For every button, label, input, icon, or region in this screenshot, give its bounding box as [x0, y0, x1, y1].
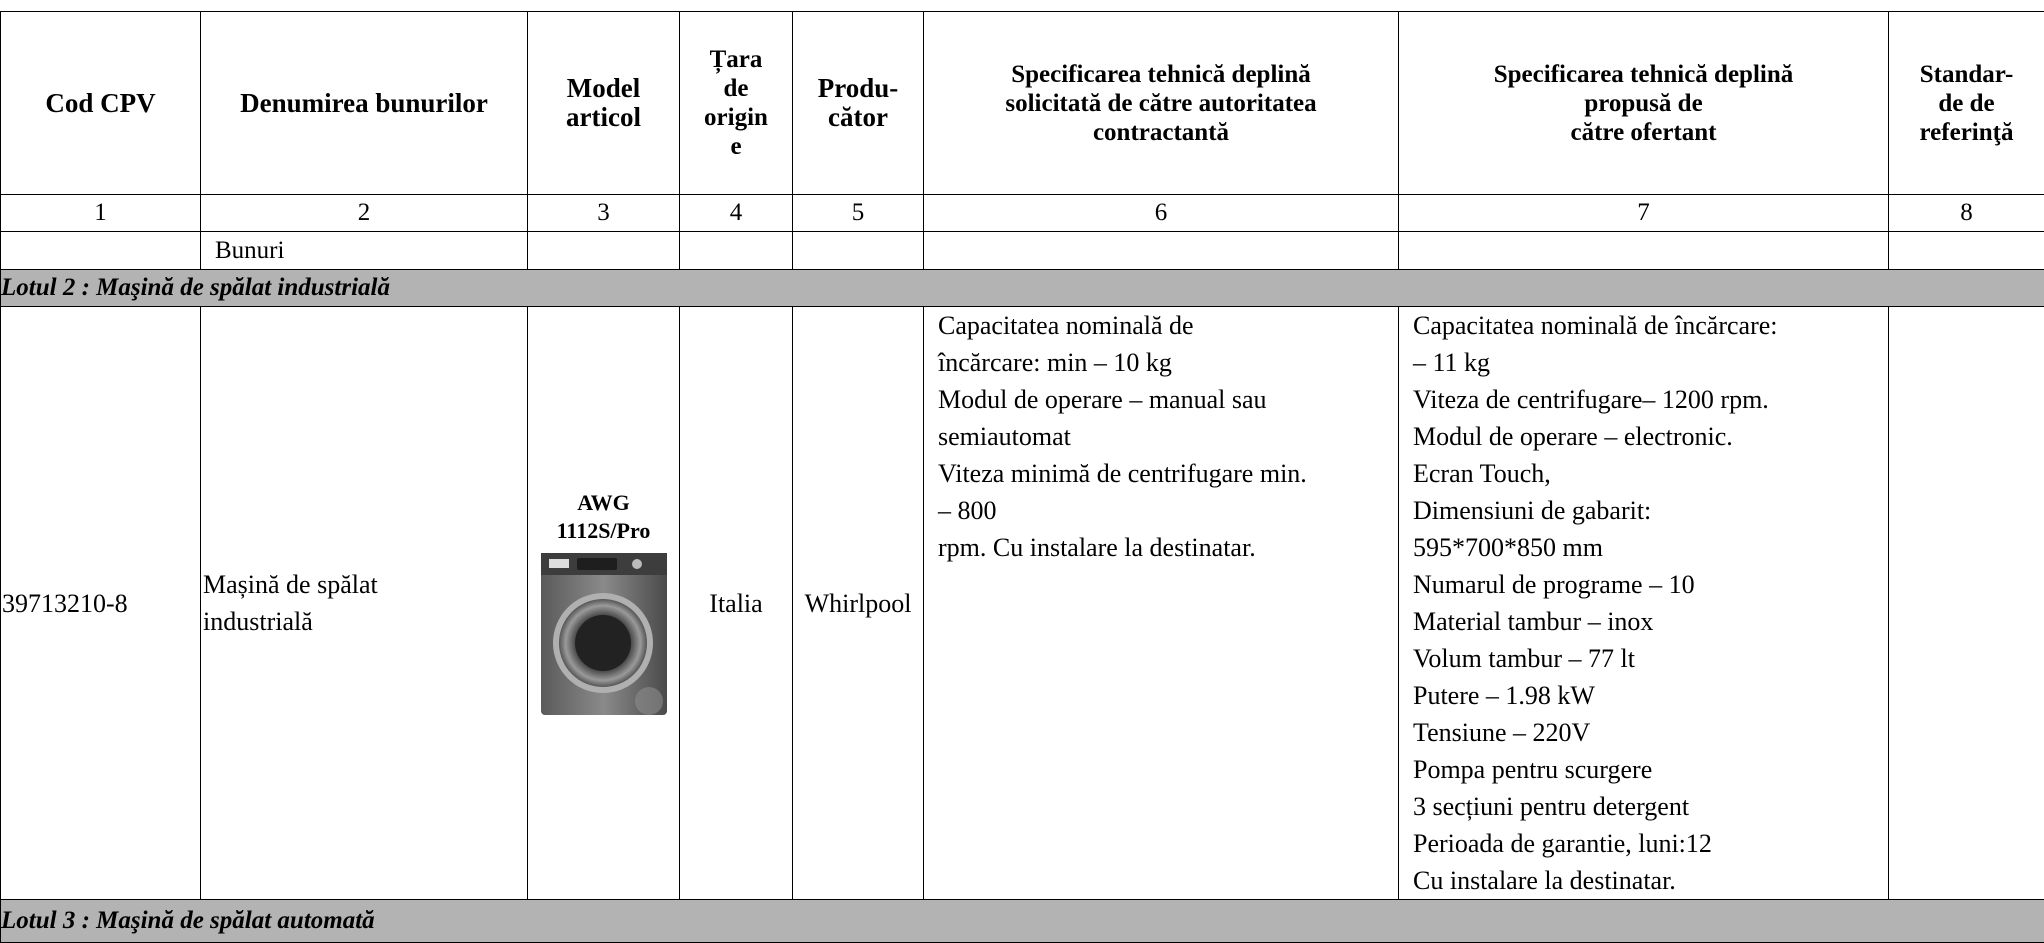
- lot3-row: Lotul 3 : Maşină de spălat automată: [1, 900, 2044, 943]
- item-spec-propusa: Capacitatea nominală de încărcare: – 11 …: [1399, 307, 1889, 900]
- empty-cell: [1, 232, 201, 270]
- header-spec-propusa: Specificarea tehnică deplină propusă de …: [1399, 12, 1889, 195]
- empty-cell: [680, 232, 793, 270]
- spec-propusa-line: Numarul de programe – 10: [1413, 566, 1882, 603]
- item-spec-solicitata: Capacitatea nominală de încărcare: min –…: [924, 307, 1399, 900]
- specification-table: Cod CPV Denumirea bunurilor Model artico…: [0, 11, 2044, 943]
- item-row: 39713210-8 Mașină de spălat industrială …: [1, 307, 2044, 900]
- column-number: 2: [201, 195, 528, 232]
- lot2-title: Lotul 2 : Maşină de spălat industrială: [1, 270, 2044, 307]
- spec-propusa-line: Perioada de garantie, luni:12: [1413, 825, 1882, 862]
- item-denumirea-line: Mașină de spălat: [203, 566, 527, 603]
- header-tara-line: origin: [680, 103, 792, 132]
- spec-propusa-line: Cu instalare la destinatar.: [1413, 862, 1882, 899]
- header-tara-line: de: [680, 74, 792, 103]
- column-number: 4: [680, 195, 793, 232]
- spec-solicitata-line: semiautomat: [938, 418, 1392, 455]
- spec-propusa-line: Modul de operare – electronic.: [1413, 418, 1882, 455]
- header-spec-solicitata-line: solicitată de către autoritatea: [924, 89, 1398, 118]
- item-standarde: [1889, 307, 2044, 900]
- header-standarde-line: referinţă: [1889, 118, 2044, 147]
- spec-propusa-line: Tensiune – 220V: [1413, 714, 1882, 751]
- header-denumirea: Denumirea bunurilor: [201, 12, 528, 195]
- spec-propusa-line: Capacitatea nominală de încărcare:: [1413, 307, 1882, 344]
- washing-machine-image: [539, 551, 669, 717]
- empty-cell: [924, 232, 1399, 270]
- item-denumirea-line: industrială: [203, 603, 527, 640]
- bunuri-row: Bunuri: [1, 232, 2044, 270]
- item-model: AWG 1112S/Pro: [528, 307, 680, 900]
- header-tara: Țara de origin e: [680, 12, 793, 195]
- spec-propusa-line: Volum tambur – 77 lt: [1413, 640, 1882, 677]
- item-cod-cpv: 39713210-8: [1, 307, 201, 900]
- spec-solicitata-line: – 800: [938, 492, 1392, 529]
- empty-cell: [793, 232, 924, 270]
- spec-propusa-line: 595*700*850 mm: [1413, 529, 1882, 566]
- spec-propusa-line: Material tambur – inox: [1413, 603, 1882, 640]
- spec-solicitata-line: încărcare: min – 10 kg: [938, 344, 1392, 381]
- empty-cell: [1889, 232, 2044, 270]
- spec-solicitata-line: Capacitatea nominală de: [938, 307, 1392, 344]
- header-spec-propusa-line: propusă de: [1399, 89, 1888, 118]
- spec-propusa-line: Putere – 1.98 kW: [1413, 677, 1882, 714]
- header-spec-propusa-line: Specificarea tehnică deplină: [1399, 60, 1888, 89]
- spec-propusa-line: Viteza de centrifugare– 1200 rpm.: [1413, 381, 1882, 418]
- column-number: 8: [1889, 195, 2044, 232]
- header-producator: Produ- cător: [793, 12, 924, 195]
- bunuri-label: Bunuri: [201, 232, 528, 270]
- header-cod-cpv: Cod CPV: [1, 12, 201, 195]
- column-number-row: 1 2 3 4 5 6 7 8: [1, 195, 2044, 232]
- spec-solicitata-line: rpm. Cu instalare la destinatar.: [938, 529, 1392, 566]
- header-standarde: Standar- de de referinţă: [1889, 12, 2044, 195]
- header-model-line: articol: [528, 103, 679, 132]
- column-number: 6: [924, 195, 1399, 232]
- item-model-line: 1112S/Pro: [528, 517, 679, 545]
- item-producator: Whirlpool: [793, 307, 924, 900]
- lot2-row: Lotul 2 : Maşină de spălat industrială: [1, 270, 2044, 307]
- column-number: 5: [793, 195, 924, 232]
- spec-propusa-line: Pompa pentru scurgere: [1413, 751, 1882, 788]
- empty-cell: [1399, 232, 1889, 270]
- header-model-line: Model: [528, 74, 679, 103]
- header-tara-line: Țara: [680, 45, 792, 74]
- lot3-title: Lotul 3 : Maşină de spălat automată: [1, 900, 2044, 943]
- item-model-line: AWG: [528, 489, 679, 517]
- item-model-title: AWG 1112S/Pro: [528, 489, 679, 545]
- spec-solicitata-line: Viteza minimă de centrifugare min.: [938, 455, 1392, 492]
- header-tara-line: e: [680, 132, 792, 161]
- column-number: 7: [1399, 195, 1889, 232]
- spec-propusa-line: – 11 kg: [1413, 344, 1882, 381]
- header-standarde-line: Standar-: [1889, 60, 2044, 89]
- item-denumirea: Mașină de spălat industrială: [201, 307, 528, 900]
- header-spec-solicitata-line: Specificarea tehnică deplină: [924, 60, 1398, 89]
- header-model: Model articol: [528, 12, 680, 195]
- column-number: 3: [528, 195, 680, 232]
- header-producator-line: Produ-: [793, 74, 923, 103]
- spec-propusa-line: 3 secțiuni pentru detergent: [1413, 788, 1882, 825]
- empty-cell: [528, 232, 680, 270]
- item-tara: Italia: [680, 307, 793, 900]
- header-row: Cod CPV Denumirea bunurilor Model artico…: [1, 12, 2044, 195]
- header-spec-propusa-line: către ofertant: [1399, 118, 1888, 147]
- header-producator-line: cător: [793, 103, 923, 132]
- column-number: 1: [1, 195, 201, 232]
- spec-solicitata-line: Modul de operare – manual sau: [938, 381, 1392, 418]
- spec-propusa-line: Dimensiuni de gabarit:: [1413, 492, 1882, 529]
- header-spec-solicitata: Specificarea tehnică deplină solicitată …: [924, 12, 1399, 195]
- header-standarde-line: de de: [1889, 89, 2044, 118]
- spec-propusa-line: Ecran Touch,: [1413, 455, 1882, 492]
- header-spec-solicitata-line: contractantă: [924, 118, 1398, 147]
